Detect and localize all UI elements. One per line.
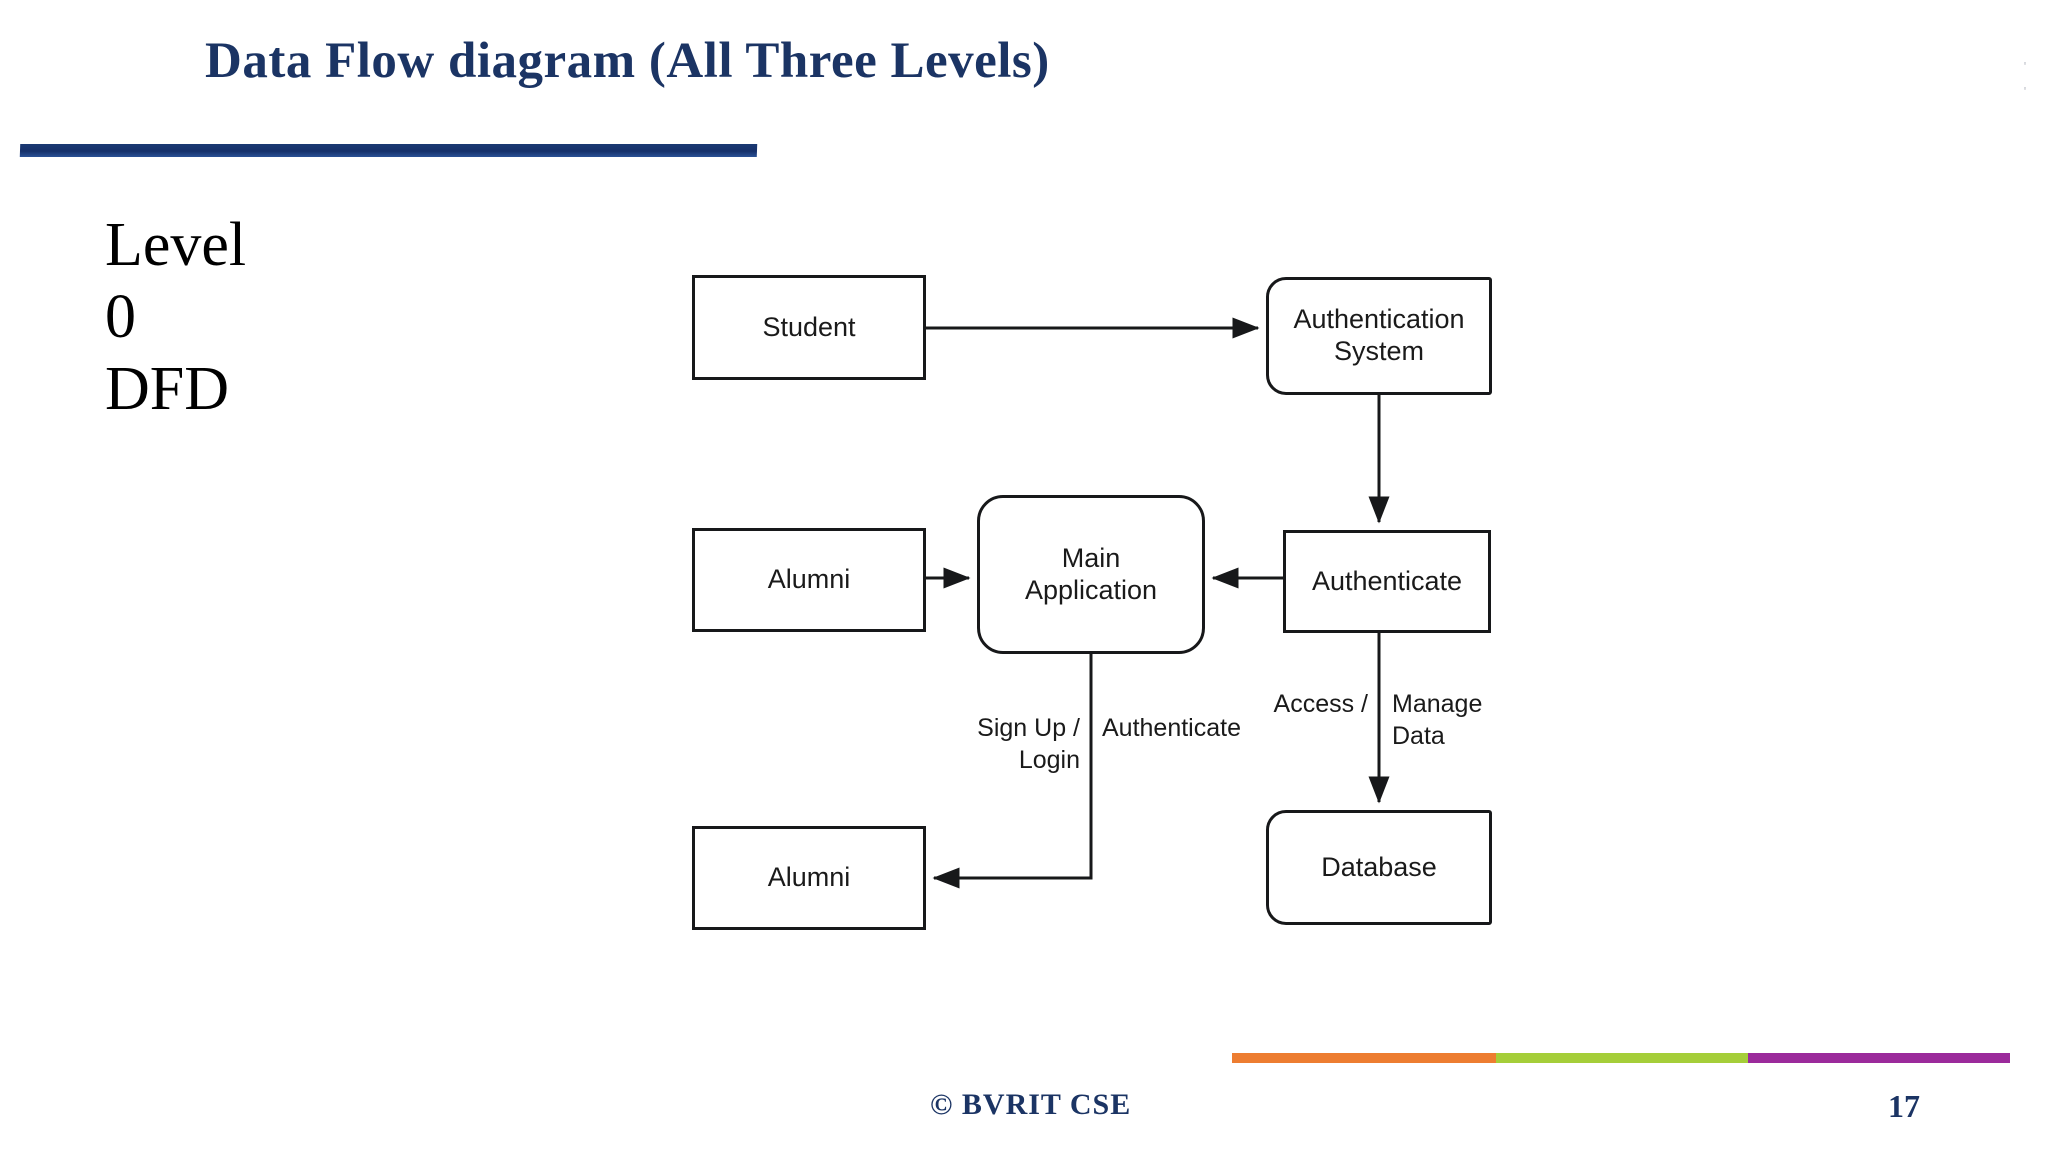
level-caption: Level 0 DFD (105, 210, 405, 426)
dfd-node-alumni-bottom[interactable]: Alumni (692, 826, 926, 930)
footer-accent-bar-green (1496, 1053, 1748, 1063)
level-caption-line-1: Level (105, 211, 247, 279)
dfd-node-alumni-top-label: Alumni (767, 564, 851, 595)
footer-copyright: © BVRIT CSE (930, 1088, 1132, 1121)
level-caption-line-2: 0 (105, 282, 136, 351)
edge-label-authenticate: Authenticate (1102, 714, 1241, 742)
edge-label-access: Access / (1273, 690, 1368, 718)
dfd-node-database[interactable]: Database (1266, 810, 1492, 925)
level-caption-line-3: DFD (105, 354, 230, 423)
footer-accent-bar-orange (1232, 1053, 1496, 1063)
dfd-node-alumni-top[interactable]: Alumni (692, 528, 926, 632)
dfd-node-main-application-label: Main Application (1024, 542, 1158, 605)
footer-accent-bar-purple (1748, 1053, 2010, 1063)
edge-label-signup-login: Sign Up / Login (977, 714, 1080, 774)
page-title: Data Flow diagram (All Three Levels) (205, 33, 1050, 89)
edge-main-application-to-alumni-bottom (932, 654, 1093, 889)
edge-label-manage-data: Manage Data (1392, 690, 1483, 750)
dfd-node-main-application[interactable]: Main Application (977, 495, 1205, 654)
dfd-node-authentication-system[interactable]: Authentication System (1266, 277, 1492, 395)
page-number: 17 (1888, 1088, 1920, 1124)
right-edge-marks: '' (2023, 59, 2027, 99)
dfd-node-authenticate[interactable]: Authenticate (1283, 530, 1491, 633)
dfd-node-database-label: Database (1321, 851, 1437, 882)
dfd-node-alumni-bottom-label: Alumni (767, 862, 851, 893)
dfd-node-student[interactable]: Student (692, 275, 926, 380)
dfd-node-student-label: Student (762, 311, 856, 342)
dfd-node-authentication-system-label: Authentication System (1293, 304, 1465, 366)
dfd-node-authenticate-label: Authenticate (1311, 565, 1463, 596)
